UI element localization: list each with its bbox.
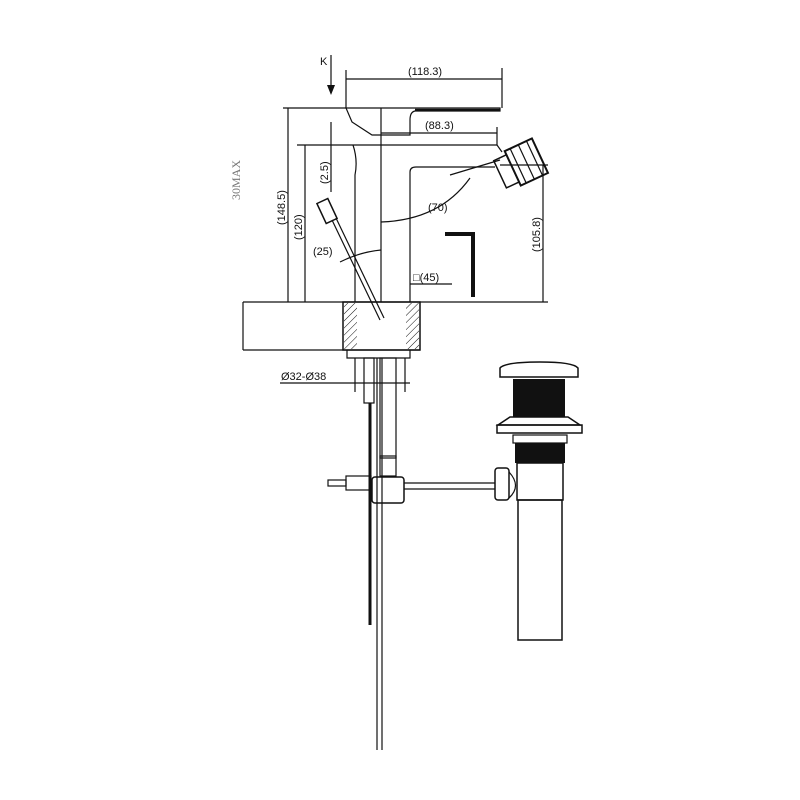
drain-linkage bbox=[327, 467, 517, 504]
dim-spout-height: (105.8) bbox=[500, 164, 548, 302]
body-height-label: (120) bbox=[293, 214, 305, 240]
popup-drain bbox=[495, 361, 583, 641]
supply-hoses bbox=[363, 357, 397, 750]
spout-angle-label: (70) bbox=[428, 202, 448, 214]
mounting-nut bbox=[342, 301, 421, 359]
faucet-body bbox=[297, 144, 503, 302]
dim-hole-diameter: Ø32-Ø38 bbox=[280, 358, 410, 392]
dim-max-deck: 30MAX bbox=[229, 160, 244, 350]
view-arrow-k: K bbox=[320, 55, 335, 95]
popup-rod: (25) bbox=[313, 197, 385, 321]
hex-key-icon bbox=[445, 232, 475, 297]
deck-lines bbox=[243, 301, 548, 351]
dim-total-height: (148.5) bbox=[276, 108, 289, 302]
total-height-label: (148.5) bbox=[276, 190, 288, 225]
body-square-label: □(45) bbox=[413, 272, 439, 284]
dim-body-height: (120) bbox=[293, 145, 306, 302]
popup-angle-label: (25) bbox=[313, 246, 333, 258]
nozzle-axis bbox=[449, 159, 501, 176]
lever-handle bbox=[283, 107, 501, 302]
hole-diameter-label: Ø32-Ø38 bbox=[281, 371, 326, 383]
lever-length-label: (118.3) bbox=[408, 66, 442, 78]
dim-spout-reach: (88.3) bbox=[381, 120, 498, 145]
spout-reach-label: (88.3) bbox=[425, 120, 454, 132]
lever-offset-label: (2.5) bbox=[319, 161, 331, 184]
dim-body-square: □(45) bbox=[410, 272, 452, 285]
dim-spout-angle: (70) bbox=[380, 177, 471, 223]
max-deck-label: 30MAX bbox=[229, 160, 243, 200]
bidet-nozzle bbox=[492, 137, 550, 189]
spout-height-label: (105.8) bbox=[531, 217, 543, 252]
view-marker-label: K bbox=[320, 56, 328, 68]
dim-lever-length: (118.3) bbox=[345, 66, 503, 108]
dim-lever-offset: (2.5) bbox=[319, 122, 332, 192]
